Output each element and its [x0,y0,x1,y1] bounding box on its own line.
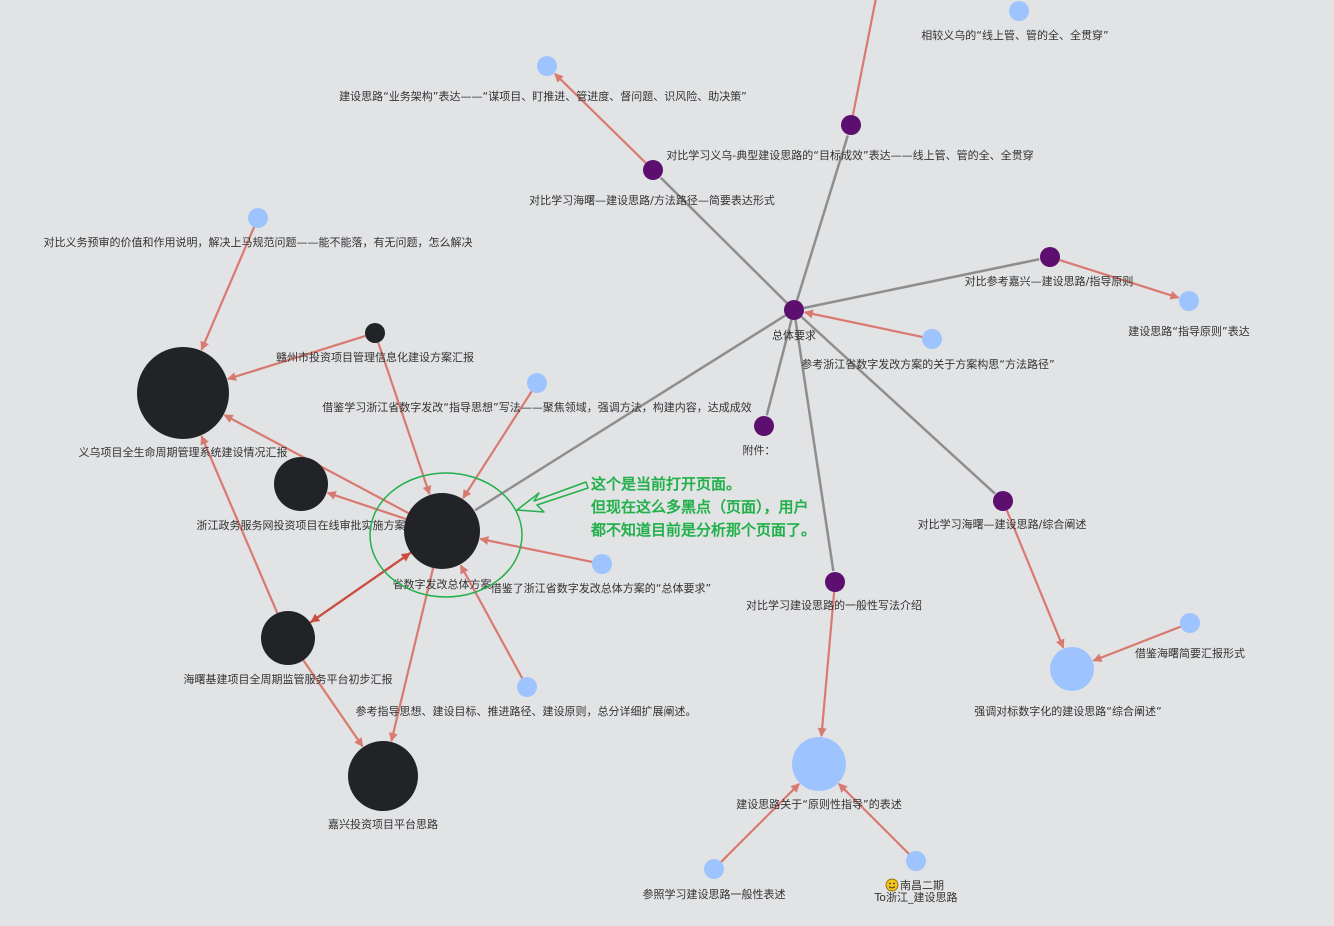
graph-node-canzhao-zhidao[interactable] [517,677,537,697]
edge-n_zongti-to-n_center [474,314,787,512]
graph-node-haishu-jianyao[interactable] [1180,613,1200,633]
graph-node-haishu-jijian[interactable] [261,611,315,665]
edge-n_yiwu_yushen-to-n_yiwu_big [200,226,256,351]
node-label: 附件： [743,443,776,457]
edge-n_haishu_jianyao-to-n_zonghe_chanshu [1092,625,1182,662]
graph-node-fujian[interactable] [754,416,774,436]
node-label: 参照学习建设思路一般性表述 [643,887,786,901]
graph-node-ganzhou[interactable] [365,323,385,343]
graph-node-jiaxing-pingtai[interactable] [348,741,418,811]
annotation-line-1: 这个是当前打开页面。 [591,475,741,493]
annotation-line-3: 都不知道目前是分析那个页面了。 [590,521,816,539]
edge-n_haishu_zonghe-to-n_zonghe_chanshu [1005,509,1065,649]
graph-node-haishu-fangfa[interactable] [643,160,663,180]
edge-n_haishu_jijian-to-n_center [309,552,411,624]
edge-n_center-to-n_jiaxing_pingtai [388,567,435,742]
graph-node-top-blue[interactable] [1009,1,1029,21]
node-label: 嘉兴投资项目平台思路 [328,817,438,831]
edge-n_fangfa_lujing-to-n_zongti [803,309,923,339]
smiley-icon [885,878,899,892]
node-label: 借鉴海曙简要汇报形式 [1135,646,1245,660]
node-label: 参考浙江省数字发改方案的关于方案构思“方法路径” [801,357,1054,371]
edge-n_zongti-to-n_yiwu_purple [795,135,849,301]
node-label: 南昌二期 [900,879,944,892]
node-label: 对比学习建设思路的一般性写法介绍 [746,598,922,612]
edge-n_jiaxing_zhidao-to-n_zhidao_yuanze [1059,258,1180,300]
graph-node-canzhao-yiban[interactable] [704,859,724,879]
node-label: 相较义乌的“线上管、管的全、全贯穿” [921,28,1108,42]
graph-node-fangfa-lujing[interactable] [922,329,942,349]
node-label: 浙江政务服务网投资项目在线审批实施方案 [197,518,406,532]
node-label: 强调对标数字化的建设思路“综合阐述” [974,704,1161,718]
edge-n_zongti-to-n_jiaxing_zhidao [803,258,1040,310]
graph-node-haishu-zonghe[interactable] [993,491,1013,511]
node-label: 借鉴学习浙江省数字发改“指导思想”写法——聚焦领域，强调方法，构建内容，达成成效 [322,400,751,414]
node-label: 海曙基建项目全周期监管服务平台初步汇报 [184,672,393,686]
node-label: 建设思路“业务架构”表达——“谋项目、盯推进、管进度、督问题、识风险、助决策” [339,89,747,103]
annotation-line-2: 但现在这么多黑点（页面），用户 [590,498,809,516]
graph-node-yiwu-purple[interactable] [841,115,861,135]
graph-node-yiban-xiefa[interactable] [825,572,845,592]
node-label-secondary: To浙江_建设思路 [873,890,957,904]
graph-node-zhidao-sixiang[interactable] [527,373,547,393]
edge-layer [200,0,1182,863]
highlight-ellipse [369,472,523,598]
node-label: 对比参考嘉兴—建设思路/指导原则 [965,274,1134,288]
node-label: 义乌项目全生命周期管理系统建设情况汇报 [79,445,288,459]
node-label: 对比学习义乌-典型建设思路的“目标成效”表达——线上管、管的全、全贯穿 [666,148,1033,162]
edge-n_zongti-to-n_fujian [765,319,793,416]
annotation-callout: 这个是当前打开页面。 但现在这么多黑点（页面），用户 都不知道目前是分析那个页面… [369,472,816,598]
node-label: 对比学习海曙—建设思路/方法路径—简要表达形式 [529,193,775,207]
node-label: 借鉴了浙江省数字发改总体方案的“总体要求” [491,581,711,595]
node-label: 建设思路“指导原则”表达 [1128,324,1249,338]
node-label: 建设思路关于“原则性指导”的表述 [736,797,901,811]
graph-node-yiwu-big[interactable] [137,347,229,439]
node-label: 省数字发改总体方案 [393,577,492,591]
edge-n_zongti-to-n_haishu_fangfa [659,176,788,304]
edge-n_canzhao_zhidao-to-n_center [459,564,524,679]
edge-n_haishu_jijian-to-n_yiwu_big [200,435,279,614]
node-label: 对比学习海曙—建设思路/综合阐述 [918,517,1087,531]
edge-n_haishu_jijian-to-n_jiaxing_pingtai [302,659,364,748]
edge-n_zongti-to-n_haishu_zonghe [800,315,996,495]
graph-node-yewu[interactable] [537,56,557,76]
edge-n_yiwu_purple-to-TOP [851,0,877,116]
edge-n_zongti_yaoqiu-to-n_center [479,536,593,564]
graph-node-center[interactable] [404,493,480,569]
edge-n_zhidao_sixiang-to-n_center [462,390,533,499]
node-label: 对比义务预审的价值和作用说明，解决上马规范问题——能不能落，有无问题，怎么解决 [44,235,473,249]
graph-node-zhidao-yuanze[interactable] [1179,291,1199,311]
edge-n_ganzhou-to-n_center [377,342,432,495]
callout-arrow [516,481,589,513]
node-label: 赣州市投资项目管理信息化建设方案汇报 [276,350,474,364]
graph-node-yuanze-biaoda[interactable] [792,737,846,791]
edge-n_canzhao_yiban-to-n_yuanze_biaoda [720,783,800,863]
graph-node-zongti[interactable] [784,300,804,320]
edge-n_ganzhou-to-n_yiwu_big [227,334,366,381]
node-label: 参考指导思想、建设目标、推进路径、建设原则，总分详细扩展阐述。 [356,704,697,718]
graph-node-zonghe-chanshu[interactable] [1050,647,1094,691]
graph-node-jiaxing-zhidao[interactable] [1040,247,1060,267]
edge-n_yiban_xiefa-to-n_yuanze_biaoda [817,591,836,738]
edge-n_haishu_fangfa-to-n_yewu [554,72,647,164]
graph-node-yiwu-yushen[interactable] [248,208,268,228]
edge-n_center-to-n_zhejiang_zwfw [326,491,407,521]
graph-node-nanchang[interactable] [906,851,926,871]
label-layer: 相较义乌的“线上管、管的全、全贯穿” 建设思路“业务架构”表达——“谋项目、盯推进… [44,28,1250,904]
edge-n_zongti-to-n_yiban_xiefa [794,319,835,572]
edge-n_nanchang-to-n_yuanze_biaoda [838,783,910,855]
node-label: 总体要求 [772,328,816,342]
node-layer [137,1,1200,879]
graph-node-zongti-yaoqiu[interactable] [592,554,612,574]
graph-node-zhejiang-zwfw[interactable] [274,457,328,511]
